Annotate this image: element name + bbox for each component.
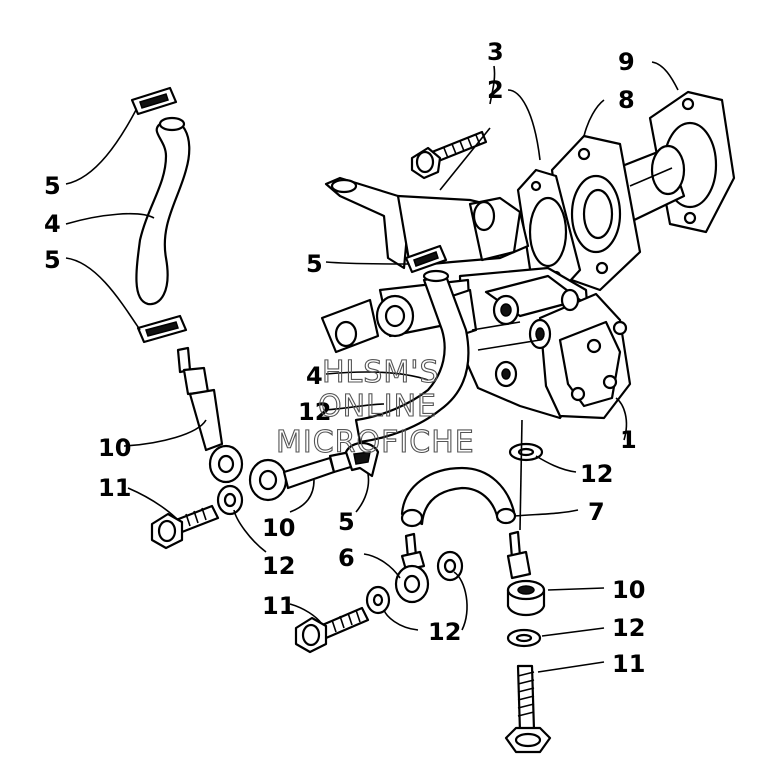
watermark-line-3: MICROFICHE [276, 425, 475, 460]
banjo-fitting-part-10-right [506, 530, 546, 617]
hose-clamp-part-5-bottom [136, 314, 188, 344]
callout-5-top: 5 [44, 172, 61, 200]
callout-12-left: 12 [262, 552, 295, 580]
callout-2: 2 [487, 76, 504, 104]
washer-part-12-right [506, 628, 542, 648]
callout-12-center: 12 [298, 398, 331, 426]
hose-part-4-left [135, 116, 191, 306]
banjo-fitting-part-6 [394, 532, 430, 604]
callout-10-right: 10 [612, 576, 645, 604]
banjo-bolt-part-11-left [150, 504, 220, 550]
washer-part-12-inner [365, 585, 391, 615]
callout-7: 7 [588, 498, 605, 526]
callout-4-left: 4 [44, 210, 61, 238]
mounting-bracket [324, 176, 530, 270]
callout-5-lower: 5 [338, 508, 355, 536]
watermark-line-1: HLSM'S [322, 355, 440, 390]
banjo-fitting-part-10-left [176, 346, 244, 484]
banjo-bolt-part-11-right [504, 664, 552, 754]
oil-pump-assembly-part-1 [320, 266, 632, 420]
callout-9: 9 [618, 48, 635, 76]
callout-11-right: 11 [612, 650, 645, 678]
callout-5-middle: 5 [44, 246, 61, 274]
callout-6: 6 [338, 544, 355, 572]
callout-12-pump: 12 [580, 460, 613, 488]
watermark: HLSM'S ONLINE MICROFICHE [275, 354, 475, 460]
callout-11-center: 11 [262, 592, 295, 620]
callout-labels: 3 9 2 8 5 4 5 5 4 12 10 1 12 11 7 10 5 1… [44, 38, 645, 678]
hose-part-7 [400, 466, 517, 528]
callout-11-left: 11 [98, 474, 131, 502]
hose-clamp-part-5-lower [344, 441, 380, 478]
leader-lines [65, 61, 679, 673]
callout-12-lower: 12 [428, 618, 461, 646]
washer-part-12-pump [508, 442, 544, 462]
gasket-part-2 [516, 168, 582, 294]
callout-10-left: 10 [98, 434, 131, 462]
washer-part-12-left [216, 484, 244, 516]
callout-3: 3 [487, 38, 504, 66]
callout-5-center: 5 [306, 250, 323, 278]
watermark-line-2: ONLINE [318, 389, 437, 424]
callout-1: 1 [620, 426, 637, 454]
callout-10-center: 10 [262, 514, 295, 542]
banjo-bolt-part-11-center [294, 606, 370, 654]
callout-12-right: 12 [612, 614, 645, 642]
callout-4-center: 4 [306, 362, 323, 390]
callout-8: 8 [618, 86, 635, 114]
hose-clamp-part-5-top [130, 86, 178, 116]
bolt-part-3 [410, 130, 488, 180]
hose-clamp-part-5-center [404, 244, 448, 274]
